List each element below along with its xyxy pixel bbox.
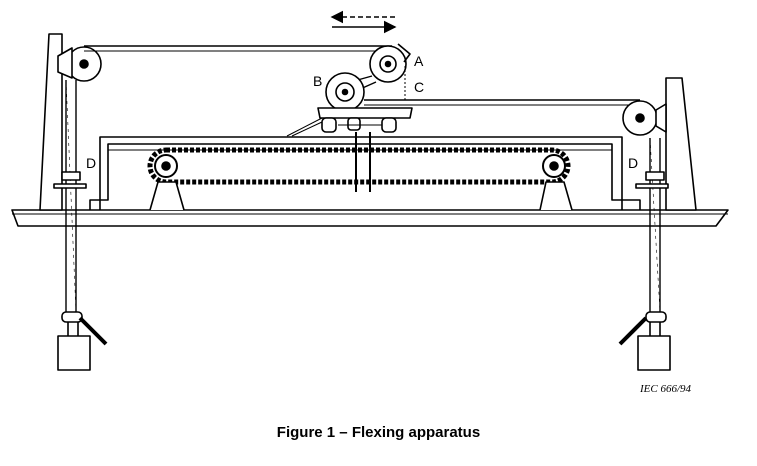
label-a: A	[414, 53, 424, 69]
direction-arrows	[330, 10, 397, 34]
right-pulley	[622, 100, 667, 136]
label-c: C	[414, 79, 424, 95]
label-d-left: D	[86, 155, 96, 171]
pulley-a	[369, 43, 411, 83]
right-screw-weight	[618, 137, 671, 371]
figure-caption-text: Figure 1 – Flexing apparatus	[276, 424, 481, 441]
carriage	[286, 72, 413, 137]
label-d-right: D	[628, 155, 638, 171]
flexing-apparatus-diagram: A B C D D	[11, 10, 729, 371]
table-base	[11, 209, 729, 227]
figure-reference: IEC 666/94	[640, 383, 692, 395]
left-pulley	[57, 46, 102, 82]
chain-drive	[147, 132, 573, 211]
figure-caption: Figure 1 – Flexing apparatus	[0, 424, 757, 441]
upper-rope	[84, 45, 392, 52]
left-screw-weight	[53, 79, 108, 371]
left-upright	[39, 33, 63, 211]
label-b: B	[313, 73, 322, 89]
lower-rope	[364, 66, 640, 106]
right-upright	[665, 77, 697, 211]
